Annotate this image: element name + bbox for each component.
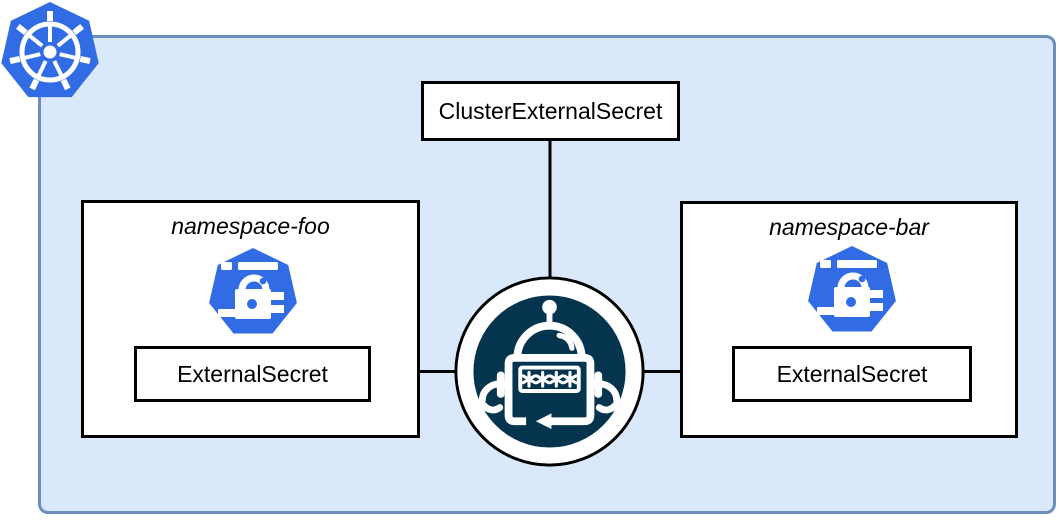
external-secrets-operator-icon (454, 276, 645, 467)
external-secret-node-foo: ExternalSecret (134, 346, 371, 402)
cluster-external-secret-label: ClusterExternalSecret (438, 97, 663, 124)
cluster-external-secret-node: ClusterExternalSecret (421, 81, 680, 141)
namespace-bar-box: namespace-bar ExternalSecret (680, 201, 1018, 438)
external-secret-label: ExternalSecret (177, 360, 328, 387)
namespace-foo-title: namespace-foo (171, 213, 330, 239)
external-secret-label: ExternalSecret (776, 360, 928, 387)
namespace-bar-title: namespace-bar (769, 214, 929, 240)
kubernetes-logo-icon (1, 2, 99, 98)
namespace-foo-box: namespace-foo ExternalSecret (81, 200, 420, 438)
external-secret-crd-icon (209, 248, 297, 334)
external-secret-node-bar: ExternalSecret (732, 346, 972, 402)
external-secret-crd-icon (808, 246, 896, 332)
